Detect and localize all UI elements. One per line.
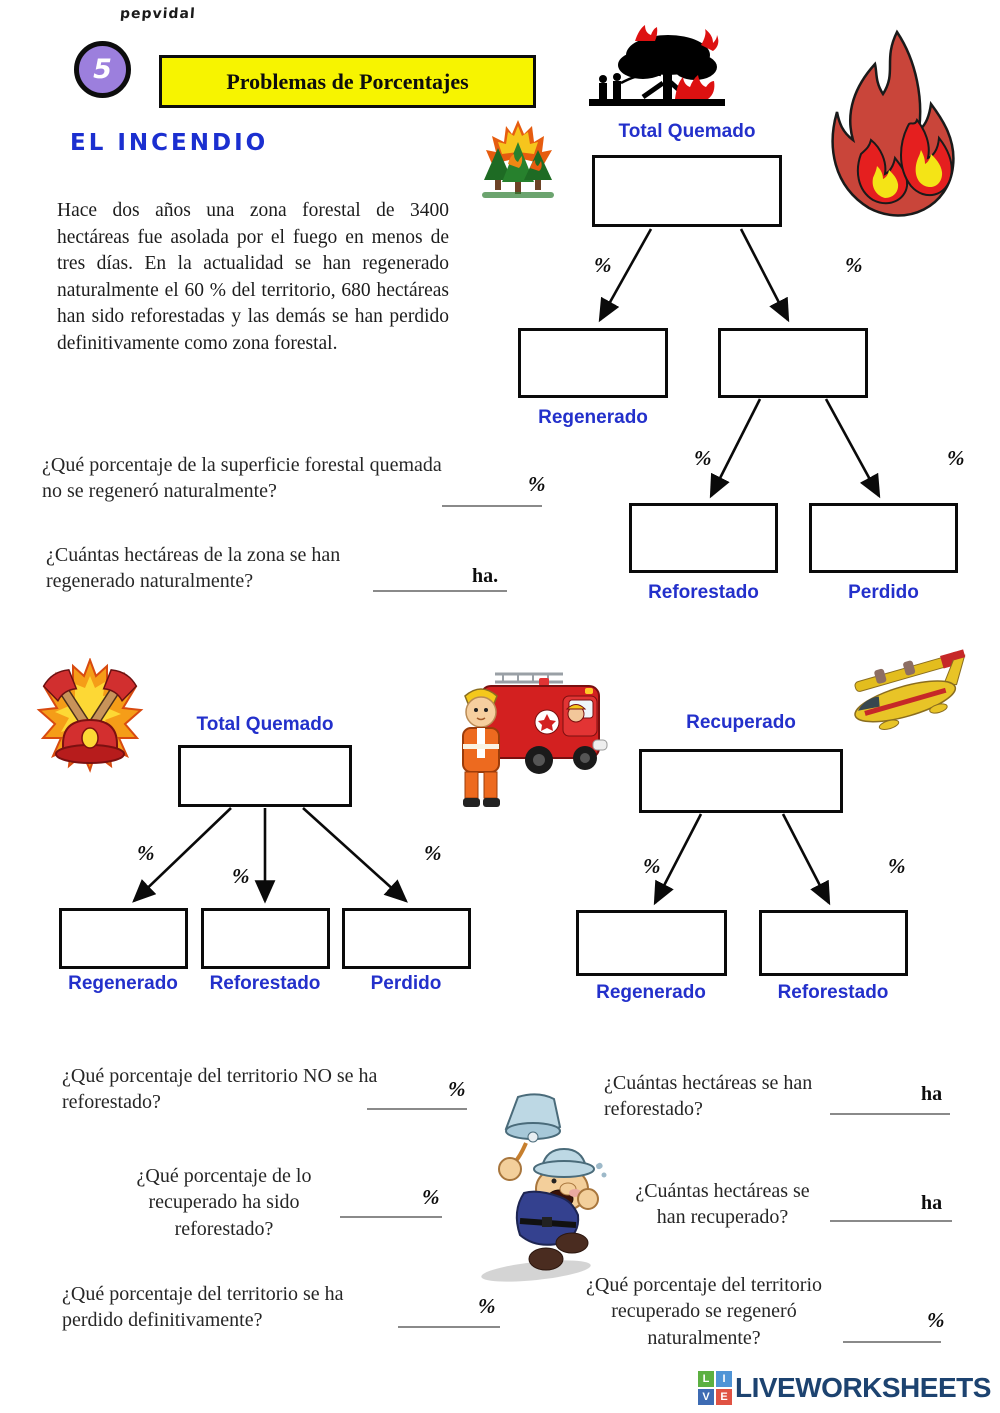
question-6: ¿Cuántas hectáreas se han recuperado? (635, 1180, 810, 1229)
diagram3-reforestado-input[interactable] (759, 910, 908, 976)
problem-statement: Hace dos años una zona forestal de 3400 … (57, 200, 449, 354)
percent-label: % (845, 253, 863, 277)
flame-icon (831, 29, 955, 217)
diagram1-root-label: Total Quemado (618, 121, 756, 142)
question-3: ¿Qué porcentaje del territorio NO se ha … (62, 1065, 378, 1114)
question-2: ¿Cuántas hectáreas de la zona se han reg… (46, 544, 341, 593)
percent-label: % (137, 841, 155, 865)
question-5-unit: ha (921, 1083, 943, 1105)
logo-block-i: I (716, 1371, 732, 1387)
diagram2-reforestado-input[interactable] (201, 908, 330, 969)
question-8-unit: % (927, 1308, 945, 1332)
diagram1-regenerado-input[interactable] (518, 328, 668, 398)
diagram2-total-quemado-input[interactable] (178, 745, 352, 807)
question-7-unit: % (478, 1294, 496, 1318)
question-2-unit: ha. (472, 565, 499, 587)
percent-label: % (694, 446, 712, 470)
question-8: ¿Qué porcentaje del territorio recuperad… (586, 1274, 822, 1349)
percent-label: % (424, 841, 442, 865)
logo-block-l: L (698, 1371, 714, 1387)
question-3-answer-blank[interactable] (367, 1108, 467, 1110)
burning-forest-icon (482, 120, 554, 198)
percent-label: % (594, 253, 612, 277)
logo-block-v: V (698, 1389, 714, 1405)
exercise-number-badge: 5 (74, 41, 131, 98)
diagram1-regenerado-label: Regenerado (538, 407, 648, 428)
percent-label: % (947, 446, 965, 470)
worksheet-title: Problemas de Porcentajes (226, 68, 469, 94)
author-name: pepvidal (119, 6, 197, 22)
diagram3-regenerado-input[interactable] (576, 910, 727, 976)
question-1-answer-blank[interactable] (442, 505, 542, 507)
diagram3-recuperado-input[interactable] (639, 749, 843, 813)
diagram2-regenerado-label: Regenerado (68, 973, 178, 994)
diagram1-total-quemado-input[interactable] (592, 155, 782, 227)
firefighting-seaplane-icon (854, 649, 966, 730)
brand-name: LIVEWORKSHEETS (735, 1372, 991, 1403)
diagram1-reforestado-input[interactable] (629, 503, 778, 573)
question-2-answer-blank[interactable] (373, 590, 507, 592)
logo-block-e: E (716, 1389, 732, 1405)
question-5: ¿Cuántas hectáreas se han reforestado? (604, 1072, 813, 1121)
question-4-unit: % (422, 1185, 440, 1209)
worksheet-title-banner: Problemas de Porcentajes (159, 55, 536, 108)
question-5-answer-blank[interactable] (830, 1113, 950, 1115)
question-4-answer-blank[interactable] (340, 1216, 442, 1218)
diagram3-regenerado-label: Regenerado (596, 982, 706, 1003)
question-7-answer-blank[interactable] (398, 1326, 500, 1328)
diagram2-regenerado-input[interactable] (59, 908, 188, 969)
diagram1-perdido-input[interactable] (809, 503, 958, 573)
diagram3-reforestado-label: Reforestado (777, 982, 889, 1003)
question-6-answer-blank[interactable] (830, 1220, 952, 1222)
fireman-ringing-bell-icon (481, 1093, 607, 1282)
question-4: ¿Qué porcentaje de lo recuperado ha sido… (136, 1165, 312, 1240)
question-7: ¿Qué porcentaje del territorio se ha per… (62, 1283, 344, 1332)
percent-label: % (643, 854, 661, 878)
liveworksheets-logo[interactable]: L I V E LIVEWORKSHEETS (698, 1371, 991, 1405)
burning-tree-icon (589, 25, 725, 106)
question-3-unit: % (448, 1077, 466, 1101)
diagram2-reforestado-label: Reforestado (209, 973, 321, 994)
diagram1-reforestado-label: Reforestado (648, 582, 759, 603)
question-6-unit: ha (921, 1192, 943, 1214)
diagram1-no-regenerado-input[interactable] (718, 328, 868, 398)
diagram2-root-label: Total Quemado (196, 714, 334, 735)
diagram3-root-label: Recuperado (686, 712, 796, 733)
fire-department-emblem-icon (36, 658, 144, 773)
diagram2-perdido-label: Perdido (370, 973, 442, 994)
section-heading: EL INCENDIO (70, 130, 269, 156)
percent-label: % (232, 864, 250, 888)
fire-truck-icon (462, 672, 608, 807)
question-1: ¿Qué porcentaje de la superficie foresta… (42, 454, 442, 503)
diagram1-perdido-label: Perdido (848, 582, 919, 603)
exercise-number: 5 (93, 54, 112, 85)
question-1-unit: % (528, 472, 546, 496)
question-8-answer-blank[interactable] (843, 1341, 941, 1343)
percent-label: % (888, 854, 906, 878)
diagram2-perdido-input[interactable] (342, 908, 471, 969)
liveworksheets-logo-icon: L I V E (698, 1371, 732, 1405)
